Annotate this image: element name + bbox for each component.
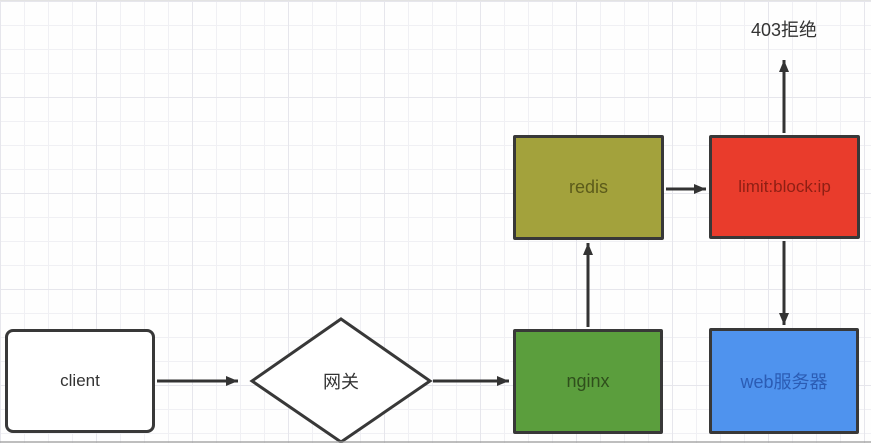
node-client[interactable]: client [5,329,155,433]
node-limit-block-ip[interactable]: limit:block:ip [709,135,860,239]
node-redis-label: redis [568,177,608,197]
label-403-reject: 403拒绝 [750,20,818,40]
node-web-server[interactable]: web服务器 [709,328,859,434]
node-nginx[interactable]: nginx [513,329,663,434]
node-nginx-label: nginx [566,371,610,391]
node-client-label: client [60,371,100,390]
node-gateway-diamond[interactable] [249,317,433,443]
node-redis[interactable]: redis [513,135,664,240]
node-limit-block-ip-label: limit:block:ip [738,177,831,196]
node-web-server-label: web服务器 [740,372,828,392]
